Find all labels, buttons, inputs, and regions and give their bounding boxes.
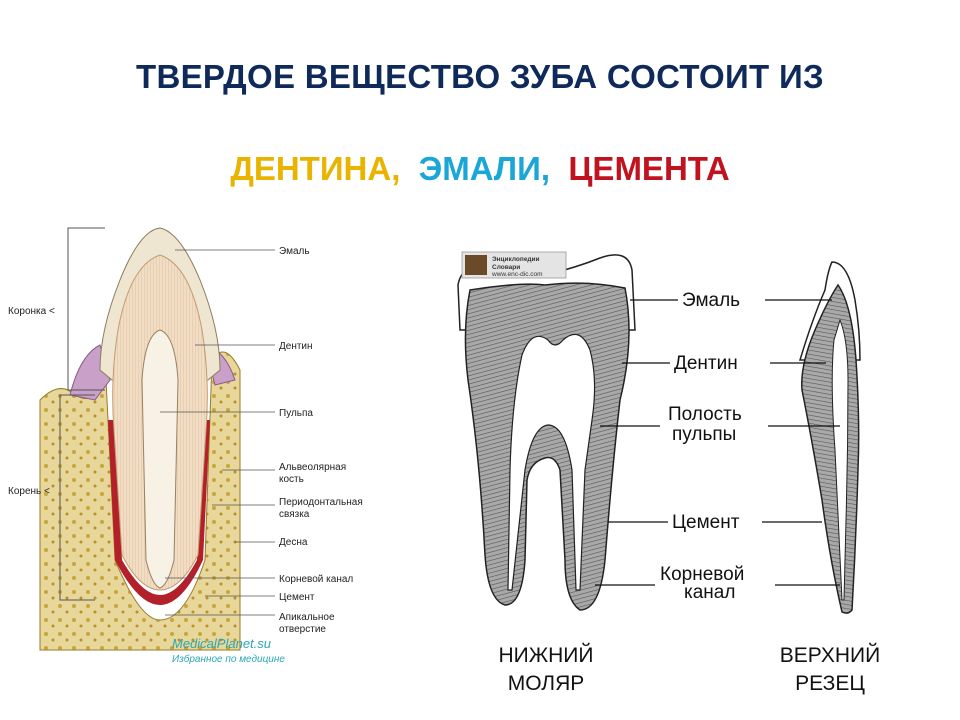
molar-diagram: Энциклопедии Словари www.enc-dic.com	[457, 251, 636, 611]
incisor-diagram	[798, 261, 861, 614]
subtitle-enamel: ЭМАЛИ	[418, 150, 541, 187]
caption-molar-2: МОЛЯР	[508, 672, 585, 695]
subtitle: ДЕНТИНА, ЭМАЛИ, ЦЕМЕНТА	[0, 150, 960, 188]
logo-line-2: Словари	[492, 264, 520, 271]
left-tooth-diagram: Коронка < Корень < Эмаль Дентин Пульпа А…	[8, 227, 363, 665]
left-leader-lines	[160, 249, 275, 616]
pulp-shape	[141, 329, 179, 589]
right-label-dentin: Дентин	[674, 353, 738, 374]
subtitle-cement: ЦЕМЕНТА	[568, 150, 730, 187]
encyclopedia-logo: Энциклопедии Словари www.enc-dic.com	[461, 251, 567, 279]
caption-incisor-2: РЕЗЕЦ	[795, 672, 865, 695]
right-label-pulp-2: пульпы	[672, 424, 736, 445]
subtitle-separator-2: ,	[540, 150, 550, 187]
right-label-pulp-1: Полость	[668, 404, 742, 425]
left-label-cement: Цемент	[279, 592, 315, 603]
page-title: ТВЕРДОЕ ВЕЩЕСТВО ЗУБА СОСТОИТ ИЗ	[136, 58, 824, 95]
left-label-periodontal-1: Периодонтальная	[279, 497, 363, 508]
left-label-enamel: Эмаль	[279, 246, 310, 257]
watermark-line-1: MedicalPlanet.su	[172, 636, 271, 651]
crown-bracket	[67, 227, 105, 391]
right-label-canal-1: Корневой	[660, 564, 744, 585]
crown-bracket-label: Коронка <	[8, 306, 55, 317]
left-label-alveolar-2: кость	[279, 474, 304, 485]
watermark-line-2: Избранное по медицине	[172, 653, 285, 665]
subtitle-separator-1: ,	[391, 150, 401, 187]
left-label-alveolar-1: Альвеолярная	[279, 462, 346, 473]
right-label-enamel: Эмаль	[682, 290, 740, 311]
caption-incisor-1: ВЕРХНИЙ	[780, 643, 880, 667]
right-leader-lines	[595, 299, 840, 586]
left-label-dentin: Дентин	[279, 341, 313, 352]
subtitle-dentin: ДЕНТИНА	[230, 150, 392, 187]
left-label-pulp: Пульпа	[279, 408, 313, 419]
molar-pulp-shape	[507, 333, 596, 591]
left-label-gum: Десна	[279, 537, 308, 548]
right-label-canal-2: канал	[684, 582, 735, 603]
logo-line-3: www.enc-dic.com	[491, 271, 543, 278]
left-label-root-canal: Корневой канал	[279, 574, 353, 585]
left-label-apical-1: Апикальное	[279, 612, 335, 623]
incisor-pulp-shape	[831, 318, 849, 601]
root-bracket	[59, 394, 95, 601]
logo-line-1: Энциклопедии	[492, 256, 540, 263]
root-bracket-label: Корень <	[8, 486, 50, 497]
left-label-apical-2: отверстие	[279, 624, 326, 635]
right-label-cement: Цемент	[672, 512, 740, 533]
caption-molar-1: НИЖНИЙ	[498, 643, 593, 667]
molar-body-shape	[464, 282, 630, 611]
left-label-periodontal-2: связка	[279, 509, 310, 520]
